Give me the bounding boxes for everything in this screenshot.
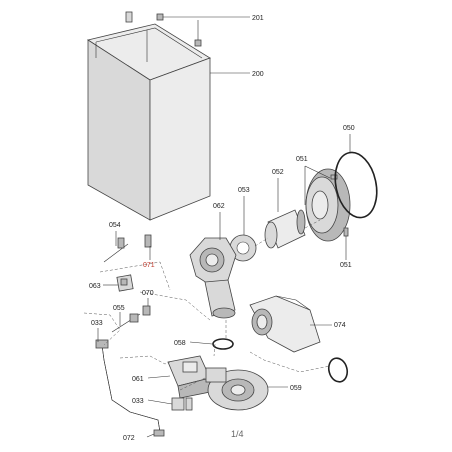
switch-part-063 [116, 274, 134, 292]
screw-part-051 [343, 227, 349, 237]
label-054: 054 [109, 222, 121, 229]
gas-pipe-part-033 [95, 339, 165, 437]
label-201: 201 [252, 15, 264, 22]
label-059: 059 [290, 385, 302, 392]
label-055: 055 [113, 305, 125, 312]
clip-part-071 [144, 234, 152, 248]
casing-part-200 [86, 23, 211, 221]
fan-part-059 [205, 367, 269, 411]
label-033-bottom: 033 [132, 398, 144, 405]
label-074: 074 [334, 322, 346, 329]
electrode-part-055 [111, 313, 141, 333]
label-062: 062 [213, 203, 225, 210]
label-063: 063 [89, 283, 101, 290]
o-ring-part-074 [327, 357, 349, 383]
fan-housing-part-062 [189, 237, 237, 319]
gasket-ring-part-050 [334, 151, 378, 219]
gasket-part-053 [229, 234, 257, 262]
label-070: 070 [142, 290, 154, 297]
sensor-part-054 [103, 237, 129, 263]
label-071: 071 [143, 262, 155, 269]
burner-tube-part-052 [264, 209, 306, 249]
flue-pipe-part-074 [249, 295, 321, 353]
label-050: 050 [343, 125, 355, 132]
page-number: 1/4 [231, 429, 244, 439]
label-058: 058 [174, 340, 186, 347]
label-061: 061 [132, 376, 144, 383]
seal-part-058 [212, 338, 234, 350]
screw-part-201 [125, 11, 202, 47]
clamp-part-033 [171, 397, 193, 411]
label-051-top: 051 [296, 156, 308, 163]
label-052: 052 [272, 169, 284, 176]
label-051-bottom: 051 [340, 262, 352, 269]
label-033-top: 033 [91, 320, 103, 327]
label-053: 053 [238, 187, 250, 194]
burner-cover-part-051 [305, 168, 351, 242]
clip-part-070 [142, 305, 151, 316]
gas-valve-part-061 [167, 355, 211, 399]
label-072: 072 [123, 435, 135, 442]
label-200: 200 [252, 71, 264, 78]
